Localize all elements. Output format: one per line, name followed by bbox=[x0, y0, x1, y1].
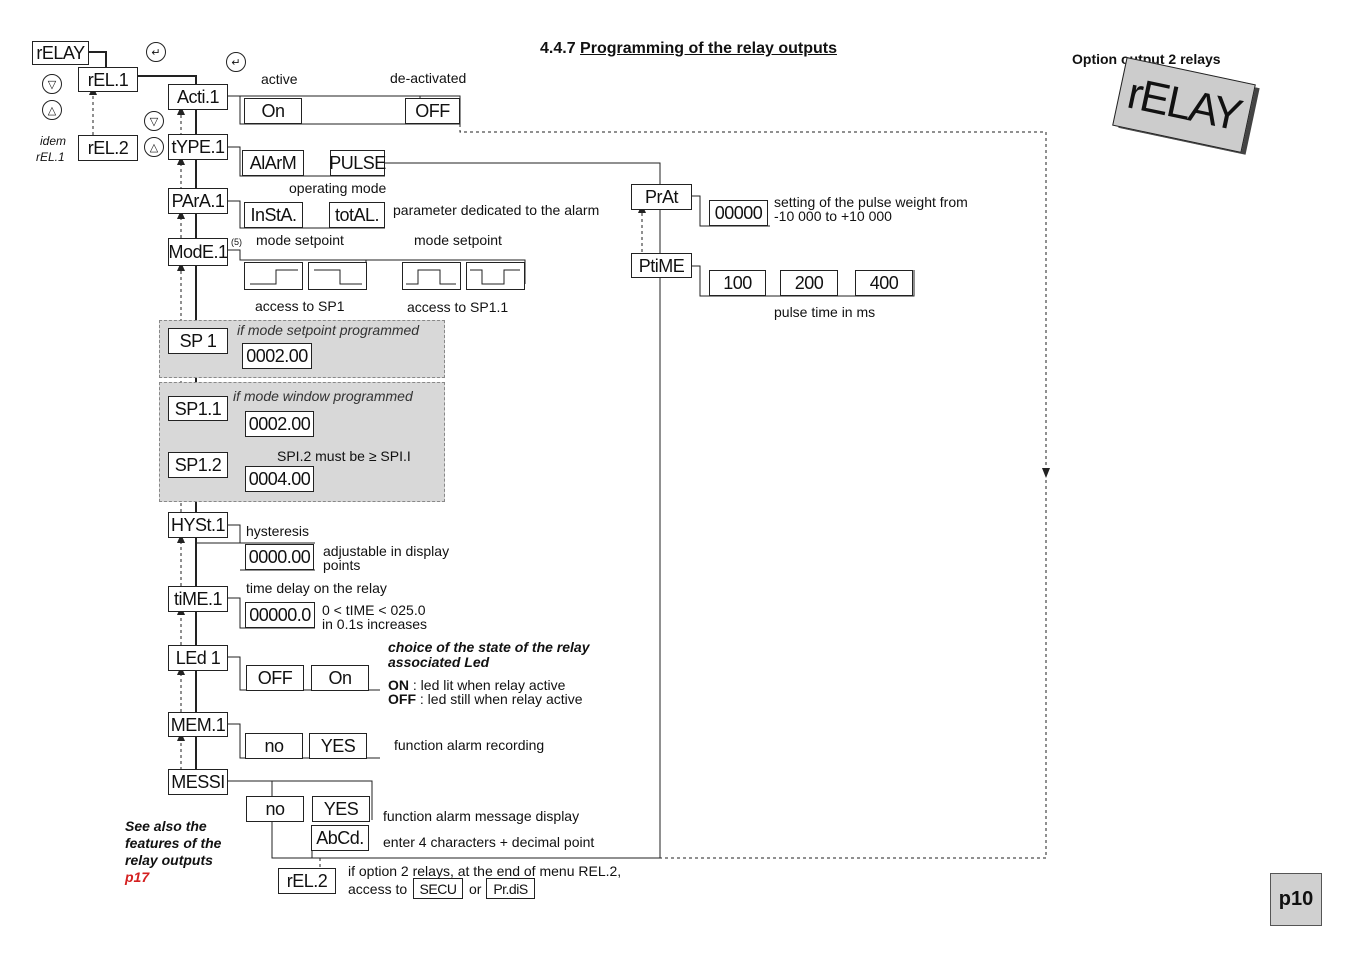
page-number: p10 bbox=[1270, 873, 1322, 926]
time-value[interactable]: 00000.0 bbox=[245, 602, 315, 628]
access-to-label: access to bbox=[348, 881, 408, 897]
para-total-value[interactable]: totAL. bbox=[329, 202, 385, 228]
menu-time[interactable]: tiME.1 bbox=[168, 586, 228, 612]
time-delay-label: time delay on the relay bbox=[246, 580, 387, 596]
menu-led[interactable]: LEd 1 bbox=[168, 645, 228, 671]
secu-menu[interactable]: SECU bbox=[413, 878, 463, 899]
section-title: 4.4.7 Programming of the relay outputs bbox=[540, 40, 837, 58]
led-off-value[interactable]: OFF bbox=[246, 665, 304, 691]
sp11-value[interactable]: 0002.00 bbox=[245, 411, 314, 437]
note-5: (5) bbox=[231, 237, 242, 247]
sp12-note: SPI.2 must be ≥ SPI.I bbox=[277, 448, 411, 464]
msg-display-label: function alarm message display bbox=[383, 808, 580, 824]
time-increment-label: in 0.1s increases bbox=[322, 616, 428, 632]
page-title: Programming of the relay outputs bbox=[580, 40, 837, 57]
mode-setpoint-label: mode setpoint bbox=[256, 232, 344, 248]
type-pulse-value[interactable]: PULSE bbox=[329, 150, 386, 176]
menu-mem[interactable]: MEM.1 bbox=[168, 712, 228, 737]
active-label: active bbox=[261, 71, 298, 87]
down-button-icon[interactable]: ▽ bbox=[42, 74, 62, 94]
mem-yes-value[interactable]: YES bbox=[309, 733, 367, 759]
adjustable-label: adjustable in display bbox=[323, 543, 450, 559]
up-button-icon[interactable]: △ bbox=[144, 137, 164, 157]
pulse-range-label: -10 000 to +10 000 bbox=[774, 208, 892, 224]
pulse-weight-label: setting of the pulse weight from bbox=[774, 194, 968, 210]
ptime-100[interactable]: 100 bbox=[709, 270, 766, 296]
mode-waveforms-1 bbox=[244, 262, 367, 290]
led-on-desc: ON : led lit when relay active bbox=[388, 678, 565, 693]
msg-yes-value[interactable]: YES bbox=[312, 796, 370, 822]
idem-label: idem bbox=[40, 134, 67, 148]
option-label: Option output 2 relays bbox=[1072, 51, 1221, 67]
menu-relay[interactable]: rELAY bbox=[32, 41, 89, 65]
menu-mode[interactable]: ModE.1 bbox=[168, 238, 228, 266]
menu-type[interactable]: tYPE.1 bbox=[168, 134, 228, 160]
mode-setpoint-label-2: mode setpoint bbox=[414, 232, 502, 248]
menu-ptime[interactable]: PtiME bbox=[631, 253, 692, 278]
hyst-value[interactable]: 0000.00 bbox=[245, 544, 314, 570]
idem-rel1-label: rEL.1 bbox=[36, 150, 65, 164]
pulse-time-label: pulse time in ms bbox=[774, 304, 876, 320]
deactivated-label: de-activated bbox=[390, 70, 467, 86]
points-label: points bbox=[323, 557, 361, 573]
on-bold: ON bbox=[388, 677, 409, 693]
menu-para[interactable]: PArA.1 bbox=[168, 188, 228, 214]
menu-prat[interactable]: PrAt bbox=[631, 184, 692, 210]
ptime-400[interactable]: 400 bbox=[855, 270, 913, 296]
operating-mode-label: operating mode bbox=[289, 180, 387, 196]
led-assoc-label: associated Led bbox=[388, 654, 490, 670]
acti-off-value[interactable]: OFF bbox=[405, 98, 460, 124]
type-alarm-value[interactable]: AlArM bbox=[242, 150, 304, 176]
access-sp1-label: access to SP1 bbox=[255, 298, 345, 314]
down-button-icon[interactable]: ▽ bbox=[144, 111, 164, 131]
access-sp11-label: access to SP1.1 bbox=[407, 299, 509, 315]
hysteresis-label: hysteresis bbox=[246, 523, 310, 539]
mem-no-value[interactable]: no bbox=[245, 733, 303, 759]
menu-sp12[interactable]: SP1.2 bbox=[168, 452, 228, 478]
menu-acti[interactable]: Acti.1 bbox=[168, 84, 228, 110]
prat-value[interactable]: 00000 bbox=[709, 200, 768, 226]
led-choice-label: choice of the state of the relay bbox=[388, 639, 590, 655]
enter-button-icon[interactable]: ↵ bbox=[226, 52, 246, 72]
enter-button-icon[interactable]: ↵ bbox=[146, 42, 166, 62]
msg-no-value[interactable]: no bbox=[246, 796, 304, 822]
if-window-label: if mode window programmed bbox=[233, 388, 413, 404]
menu-hyst[interactable]: HYSt.1 bbox=[168, 512, 228, 538]
menu-sp1[interactable]: SP 1 bbox=[168, 328, 228, 354]
ptime-200[interactable]: 200 bbox=[780, 270, 838, 296]
param-alarm-label: parameter dedicated to the alarm bbox=[393, 202, 600, 218]
time-range-label: 0 < tIME < 025.0 bbox=[322, 602, 426, 618]
menu-rel2-end[interactable]: rEL.2 bbox=[278, 868, 336, 894]
alarm-recording-label: function alarm recording bbox=[394, 737, 545, 753]
if-setpoint-label: if mode setpoint programmed bbox=[237, 322, 420, 338]
menu-sp11[interactable]: SP1.1 bbox=[168, 396, 228, 421]
see-also-3: relay outputs bbox=[125, 852, 213, 868]
up-button-icon[interactable]: △ bbox=[42, 100, 62, 120]
menu-messi[interactable]: MESSI bbox=[168, 769, 228, 795]
see-also-page-link[interactable]: p17 bbox=[125, 869, 150, 885]
off-bold: OFF bbox=[388, 691, 416, 707]
off-text: : led still when relay active bbox=[416, 691, 583, 707]
section-number: 4.4.7 bbox=[540, 40, 576, 57]
menu-rel2[interactable]: rEL.2 bbox=[78, 135, 138, 161]
led-off-desc: OFF : led still when relay active bbox=[388, 692, 583, 707]
para-insta-value[interactable]: InStA. bbox=[244, 202, 303, 228]
mode-waveforms-2 bbox=[402, 262, 525, 290]
sp12-value[interactable]: 0004.00 bbox=[245, 466, 314, 492]
enter-chars-label: enter 4 characters + decimal point bbox=[383, 834, 595, 850]
led-on-value[interactable]: On bbox=[311, 665, 369, 691]
acti-on-value[interactable]: On bbox=[244, 98, 302, 124]
or-label: or bbox=[469, 881, 482, 897]
see-also-1: See also the bbox=[125, 818, 207, 834]
on-text: : led lit when relay active bbox=[409, 677, 566, 693]
abcd-value[interactable]: AbCd. bbox=[311, 825, 369, 851]
option2-label: if option 2 relays, at the end of menu R… bbox=[348, 863, 622, 879]
see-also-2: features of the bbox=[125, 835, 222, 851]
sp1-value[interactable]: 0002.00 bbox=[242, 343, 312, 369]
prdis-menu[interactable]: Pr.diS bbox=[486, 878, 535, 899]
menu-rel1[interactable]: rEL.1 bbox=[78, 67, 138, 92]
